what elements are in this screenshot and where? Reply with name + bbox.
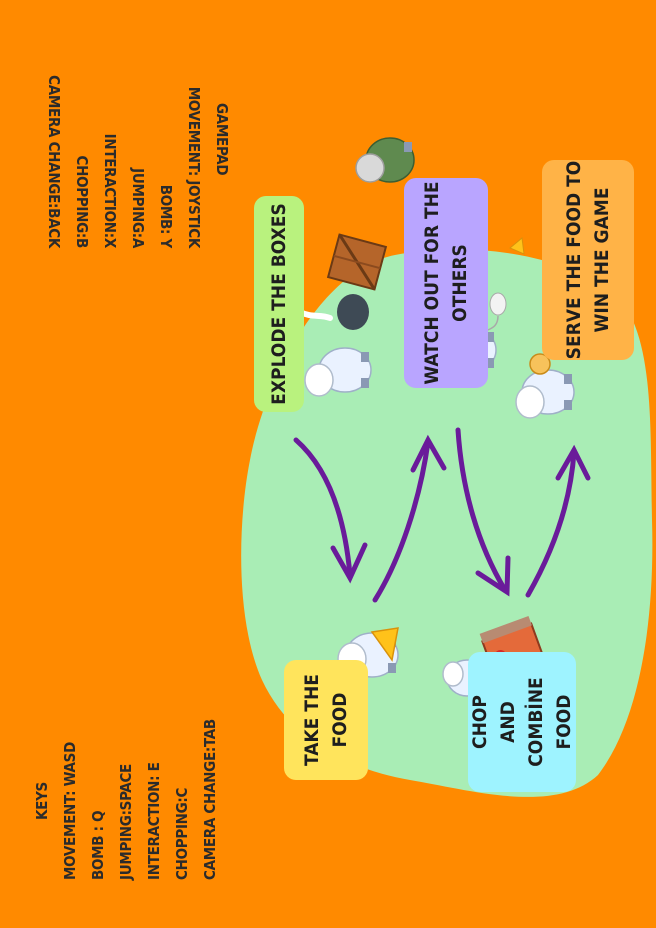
chef-sheep-icon xyxy=(304,347,372,397)
step-serve-line: WIN THE GAME xyxy=(591,187,613,333)
gamepad-line: BOMB: Y xyxy=(157,184,175,248)
step-explode-boxes: EXPLODE THE BOXES xyxy=(254,196,304,412)
step-watch-line: OTHERS xyxy=(449,244,471,322)
keys-line: CHOPPING:C xyxy=(173,787,191,880)
keys-line: MOVEMENT: WASD xyxy=(61,742,79,880)
cheese-icon xyxy=(370,627,399,662)
arrow-explode-to-take-head xyxy=(330,542,368,584)
gamepad-controls: GAMEPAD MOVEMENT: JOYSTICK BOMB: Y JUMPI… xyxy=(40,48,236,248)
keys-title: KEYS xyxy=(33,782,51,820)
keys-line: BOMB : Q xyxy=(89,810,107,880)
keys-line: JUMPING:SPACE xyxy=(117,764,135,880)
mouse-icon xyxy=(487,292,507,331)
step-serve-food: SERVE THE FOOD TO WIN THE GAME xyxy=(542,160,634,360)
enemy-sheep-icon xyxy=(355,137,415,183)
gamepad-line: CHOPPING:B xyxy=(73,155,91,248)
crate-icon xyxy=(326,233,388,291)
arrow-take-to-watch xyxy=(372,439,431,603)
step-watch-others: WATCH OUT FOR THE OTHERS xyxy=(404,178,488,388)
step-serve-line: SERVE THE FOOD TO xyxy=(563,160,585,360)
chef-sheep-icon xyxy=(515,353,575,419)
step-explode-line: EXPLODE THE BOXES xyxy=(268,203,290,405)
arrow-explode-to-take xyxy=(293,437,353,578)
gamepad-line: JUMPING:A xyxy=(129,168,147,248)
keys-controls: KEYS MOVEMENT: WASD BOMB : Q JUMPING:SPA… xyxy=(28,680,224,880)
step-take-line: TAKE THE xyxy=(301,674,323,766)
gamepad-line: CAMERA CHANGE:BACK xyxy=(45,75,63,248)
cheese-icon xyxy=(509,237,525,255)
step-chop-line: COMBİNE FOOD xyxy=(525,677,575,767)
flow-arrows xyxy=(293,427,591,603)
arrow-chop-to-serve-head xyxy=(555,444,591,481)
step-take-food: TAKE THE FOOD xyxy=(284,660,368,780)
step-chop-line: CHOP xyxy=(469,695,491,749)
gamepad-line: INTERACTION:X xyxy=(101,133,119,248)
arrow-take-to-watch-head xyxy=(410,434,447,473)
keys-line: INTERACTION: E xyxy=(145,762,163,880)
arrow-watch-to-chop xyxy=(455,427,508,593)
arrow-watch-to-chop-head xyxy=(475,555,511,597)
step-watch-line: WATCH OUT FOR THE xyxy=(421,181,443,385)
step-chop-line: AND xyxy=(497,701,519,743)
gamepad-title: GAMEPAD xyxy=(213,103,231,176)
gamepad-line: MOVEMENT: JOYSTICK xyxy=(185,86,203,248)
step-chop-combine: CHOP AND COMBİNE FOOD xyxy=(468,652,576,792)
keys-line: CAMERA CHANGE:TAB xyxy=(201,719,219,880)
arrow-chop-to-serve xyxy=(525,449,577,598)
step-take-line: FOOD xyxy=(329,692,351,748)
